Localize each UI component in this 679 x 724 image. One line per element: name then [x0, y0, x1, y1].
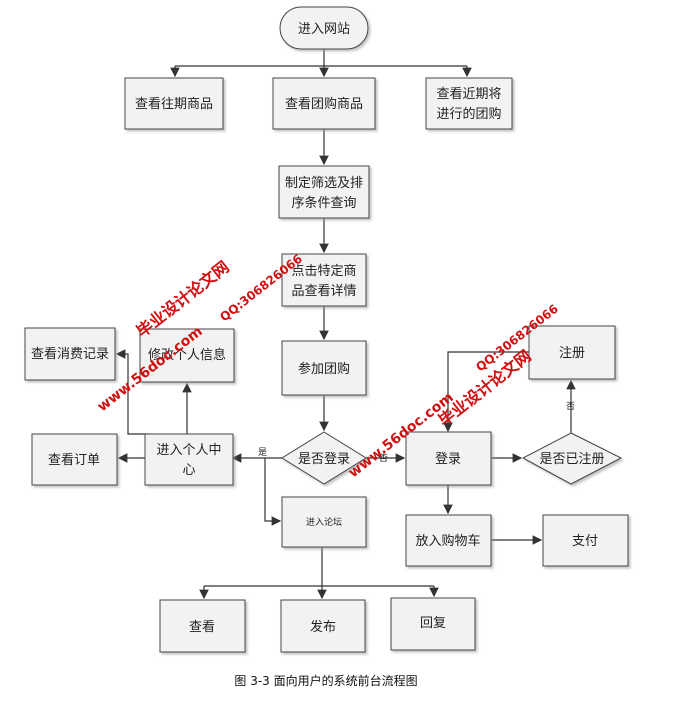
node-post: 发布 — [280, 599, 366, 653]
node-reply-label: 回复 — [420, 616, 446, 631]
node-view-label: 查看 — [189, 619, 215, 635]
node-add-cart: 放入购物车 — [405, 514, 492, 567]
node-pay-label: 支付 — [572, 534, 598, 549]
node-is-logged-in-label: 是否登录 — [298, 452, 350, 467]
node-login: 登录 — [405, 431, 492, 486]
node-filter: 制定筛选及排 序条件查询 — [278, 165, 370, 219]
node-group-goods: 查看团购商品 — [272, 77, 376, 130]
edge-personal-consume — [115, 349, 150, 435]
edge-register-login — [443, 351, 529, 433]
node-post-label: 发布 — [310, 619, 336, 635]
node-detail: 点击特定商 品查看详情 — [281, 253, 367, 307]
node-start: 进入网站 — [279, 6, 369, 50]
edge-to-forum — [264, 458, 282, 526]
node-pay: 支付 — [542, 514, 629, 567]
node-personal-center: 进入个人中 心 — [144, 433, 234, 486]
node-forum: 进入论坛 — [281, 496, 367, 548]
edge-label-yes: 是 — [258, 447, 267, 458]
node-past-goods: 查看往期商品 — [124, 77, 224, 130]
node-add-cart-label: 放入购物车 — [415, 533, 480, 549]
node-forum-label: 进入论坛 — [306, 516, 342, 528]
node-personal-center-label-2: 心 — [182, 463, 195, 478]
node-group-goods-label: 查看团购商品 — [285, 96, 363, 112]
node-is-registered-label: 是否已注册 — [539, 452, 604, 467]
node-start-label: 进入网站 — [298, 22, 350, 37]
node-view-orders-label: 查看订单 — [48, 452, 100, 468]
connectors — [115, 49, 576, 600]
node-edit-info-label: 修改个人信息 — [148, 347, 226, 363]
node-edit-info: 修改个人信息 — [139, 328, 235, 383]
node-upcoming-label-2: 进行的团购 — [436, 106, 501, 122]
node-view: 查看 — [159, 599, 246, 653]
edge-label-no: 否 — [379, 453, 388, 464]
node-upcoming: 查看近期将 进行的团购 — [425, 77, 513, 130]
node-is-logged-in: 是否登录 — [281, 431, 367, 485]
node-filter-label-2: 序条件查询 — [291, 195, 356, 211]
node-detail-label-1: 点击特定商 — [291, 264, 356, 279]
node-register-label: 注册 — [559, 346, 585, 361]
node-consume-record-label: 查看消费记录 — [31, 346, 109, 362]
node-filter-label-1: 制定筛选及排 — [285, 176, 363, 191]
watermark-left: www.56doc.com 毕业设计论文网 QQ:306826066 — [95, 252, 305, 416]
node-register: 注册 — [528, 325, 616, 380]
node-consume-record: 查看消费记录 — [24, 327, 116, 381]
node-view-orders: 查看订单 — [31, 433, 118, 486]
node-upcoming-label-1: 查看近期将 — [436, 86, 501, 102]
node-join-group: 参加团购 — [281, 340, 367, 396]
node-past-goods-label: 查看往期商品 — [135, 96, 213, 112]
node-personal-center-label-1: 进入个人中 — [156, 443, 221, 458]
edge-label-no-register: 否 — [566, 401, 575, 412]
node-is-registered: 是否已注册 — [521, 432, 623, 485]
node-detail-label-2: 品查看详情 — [291, 283, 356, 299]
node-reply: 回复 — [390, 597, 476, 651]
figure-caption: 图 3-3 面向用户的系统前台流程图 — [234, 673, 417, 688]
node-join-group-label: 参加团购 — [298, 361, 350, 377]
node-login-label: 登录 — [435, 452, 461, 467]
